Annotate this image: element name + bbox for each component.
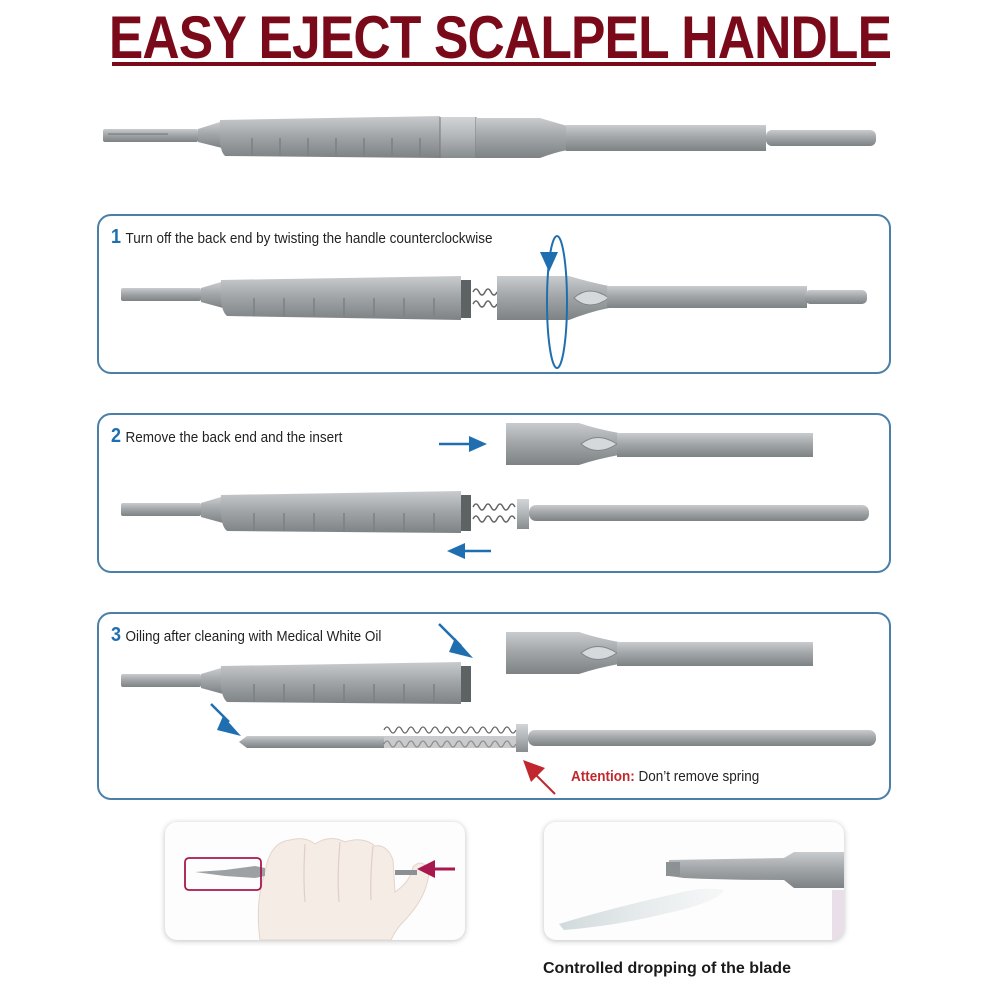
step-text: Turn off the back end by twisting the ha… — [125, 230, 493, 247]
page-title: EASY EJECT SCALPEL HANDLE — [108, 4, 892, 71]
title-underline — [112, 62, 876, 66]
step-2-illustration — [121, 423, 869, 559]
arrow-left-icon — [447, 543, 491, 559]
step-1-illustration — [121, 235, 867, 369]
attention-text: Don’t remove spring — [638, 768, 760, 785]
attention-note: Attention: Don’t remove spring — [571, 768, 759, 785]
arrow-right-icon — [439, 436, 487, 452]
rotation-arrow-icon — [540, 235, 568, 369]
step-number: 2 — [111, 425, 122, 447]
hand-grip-photo — [165, 822, 465, 940]
arrow-down-right-icon — [438, 623, 473, 658]
step-3-illustration — [121, 623, 876, 795]
step-text: Remove the back end and the insert — [125, 429, 343, 446]
arrow-down-right-icon — [210, 703, 241, 736]
step-number: 3 — [111, 624, 122, 646]
arrow-up-left-icon — [523, 760, 556, 795]
attention-label: Attention: — [571, 768, 635, 785]
step-number: 1 — [111, 226, 122, 248]
step-text: Oiling after cleaning with Medical White… — [125, 628, 382, 645]
photo-caption: Controlled dropping of the blade — [543, 960, 791, 977]
arrow-left-icon — [417, 860, 455, 878]
blade-drop-photo — [544, 822, 844, 940]
highlight-box-icon — [184, 857, 262, 891]
